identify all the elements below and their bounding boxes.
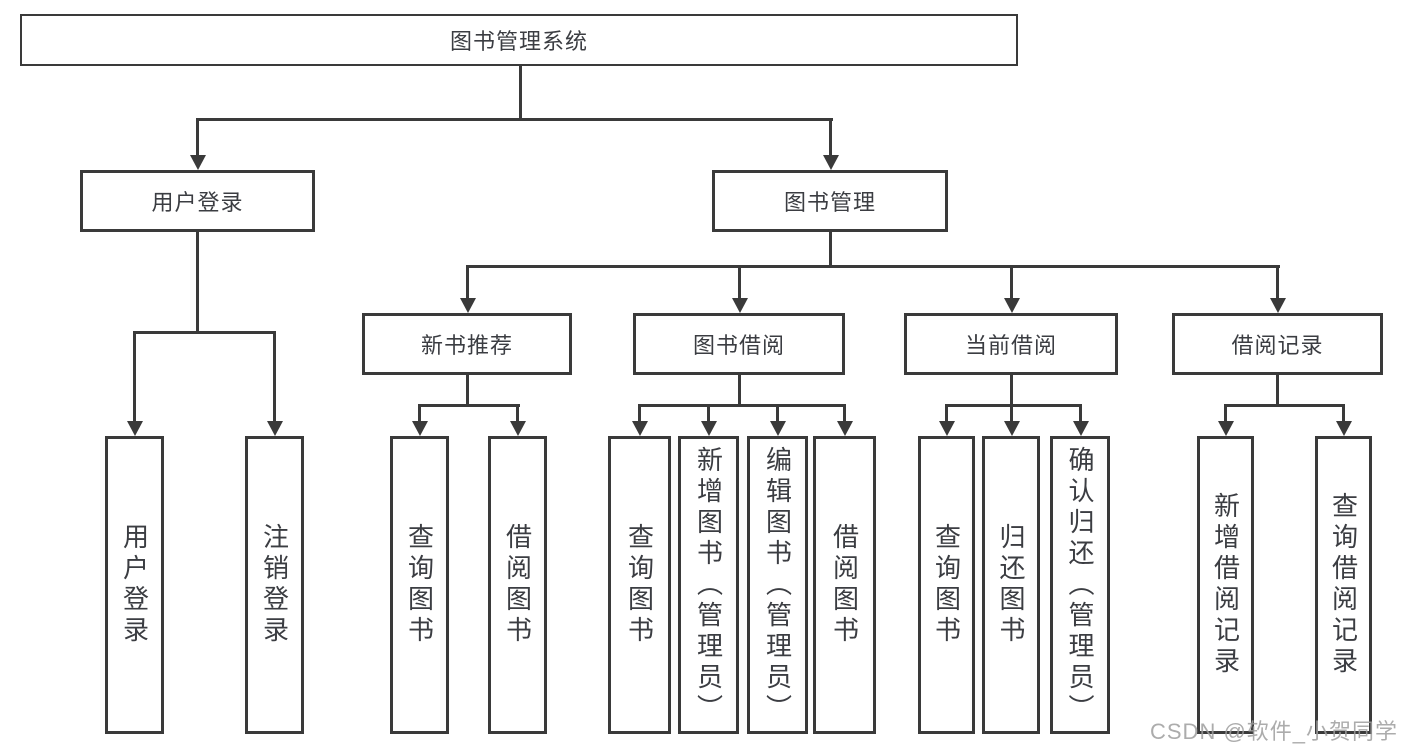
node-book-borrow: 图书借阅: [633, 313, 845, 375]
connector-line: [829, 118, 832, 156]
node-leaf-query-books-3-label: 查询图书: [931, 523, 962, 647]
node-system-root: 图书管理系统: [20, 14, 1018, 66]
connector-line: [1010, 265, 1013, 298]
node-book-management: 图书管理: [712, 170, 948, 232]
node-leaf-borrow-books-1: 借阅图书: [488, 436, 547, 734]
connector-line: [466, 265, 469, 298]
node-leaf-add-borrow-record: 新增借阅记录: [1197, 436, 1254, 734]
node-leaf-query-books-1-label: 查询图书: [404, 523, 435, 647]
connector-line: [843, 404, 846, 422]
arrow-down-icon: [732, 298, 748, 313]
connector-line: [1010, 404, 1013, 422]
arrow-down-icon: [1004, 421, 1020, 436]
connector-line: [273, 331, 276, 421]
node-leaf-borrow-books-1-label: 借阅图书: [502, 523, 533, 647]
connector-line: [516, 404, 519, 422]
connector-line: [418, 404, 520, 407]
arrow-down-icon: [460, 298, 476, 313]
connector-line: [707, 404, 710, 422]
node-leaf-query-books-1: 查询图书: [390, 436, 449, 734]
connector-line: [1224, 404, 1227, 422]
connector-line: [466, 375, 469, 406]
arrow-down-icon: [770, 421, 786, 436]
connector-line: [945, 404, 1082, 407]
csdn-watermark: CSDN @软件_小贺同学: [1150, 719, 1399, 744]
connector-line: [1010, 375, 1013, 406]
node-leaf-confirm-return-admin-label: 确认归还（管理员）: [1065, 445, 1095, 725]
arrow-down-icon: [837, 421, 853, 436]
node-user-login-label: 用户登录: [151, 190, 244, 215]
node-leaf-user-login-label: 用户登录: [119, 523, 150, 647]
node-leaf-borrow-books-2: 借阅图书: [813, 436, 876, 734]
node-book-management-label: 图书管理: [783, 190, 876, 215]
arrow-down-icon: [939, 421, 955, 436]
arrow-down-icon: [823, 155, 839, 170]
node-leaf-user-login: 用户登录: [105, 436, 164, 734]
node-system-root-label: 图书管理系统: [449, 29, 588, 54]
connector-line: [738, 375, 741, 406]
connector-line: [1342, 404, 1345, 422]
connector-line: [466, 265, 1280, 268]
node-leaf-return-books-label: 归还图书: [996, 523, 1026, 647]
node-leaf-query-books-2: 查询图书: [608, 436, 671, 734]
arrow-down-icon: [412, 421, 428, 436]
connector-line: [638, 404, 846, 407]
node-leaf-logout-label: 注销登录: [259, 523, 290, 647]
arrow-down-icon: [1270, 298, 1286, 313]
connector-line: [196, 232, 199, 333]
node-current-borrow: 当前借阅: [904, 313, 1118, 375]
arrow-down-icon: [1336, 421, 1352, 436]
node-current-borrow-label: 当前借阅: [964, 333, 1057, 358]
node-user-login: 用户登录: [80, 170, 315, 232]
connector-line: [829, 232, 832, 268]
node-leaf-query-borrow-record: 查询借阅记录: [1315, 436, 1372, 734]
node-book-borrow-label: 图书借阅: [692, 333, 785, 358]
arrow-down-icon: [701, 421, 717, 436]
connector-line: [1276, 375, 1279, 406]
connector-line: [638, 404, 641, 422]
arrow-down-icon: [1004, 298, 1020, 313]
connector-line: [1224, 404, 1345, 407]
node-new-book-recommend-label: 新书推荐: [420, 333, 513, 358]
connector-line: [519, 66, 522, 121]
node-leaf-add-borrow-record-label: 新增借阅记录: [1210, 492, 1241, 678]
connector-line: [776, 404, 779, 422]
arrow-down-icon: [1218, 421, 1234, 436]
arrow-down-icon: [267, 421, 283, 436]
node-leaf-edit-books-admin: 编辑图书（管理员）: [747, 436, 808, 734]
connector-line: [196, 118, 199, 156]
arrow-down-icon: [190, 155, 206, 170]
connector-line: [418, 404, 421, 422]
node-leaf-return-books: 归还图书: [982, 436, 1040, 734]
connector-line: [196, 118, 833, 121]
connector-line: [133, 331, 276, 334]
node-leaf-logout: 注销登录: [245, 436, 304, 734]
node-leaf-confirm-return-admin: 确认归还（管理员）: [1050, 436, 1110, 734]
node-leaf-add-books-admin-label: 新增图书（管理员）: [693, 445, 724, 725]
arrow-down-icon: [1073, 421, 1089, 436]
node-leaf-add-books-admin: 新增图书（管理员）: [678, 436, 739, 734]
node-leaf-query-books-3: 查询图书: [918, 436, 975, 734]
node-leaf-query-books-2-label: 查询图书: [624, 523, 655, 647]
node-borrow-records: 借阅记录: [1172, 313, 1383, 375]
connector-line: [1079, 404, 1082, 422]
node-leaf-borrow-books-2-label: 借阅图书: [829, 523, 860, 647]
node-new-book-recommend: 新书推荐: [362, 313, 572, 375]
connector-line: [1276, 265, 1279, 298]
connector-line: [738, 265, 741, 298]
arrow-down-icon: [127, 421, 143, 436]
node-leaf-edit-books-admin-label: 编辑图书（管理员）: [762, 445, 793, 725]
arrow-down-icon: [510, 421, 526, 436]
connector-line: [945, 404, 948, 422]
arrow-down-icon: [632, 421, 648, 436]
node-leaf-query-borrow-record-label: 查询借阅记录: [1328, 492, 1359, 678]
connector-line: [133, 331, 136, 421]
node-borrow-records-label: 借阅记录: [1231, 333, 1324, 358]
